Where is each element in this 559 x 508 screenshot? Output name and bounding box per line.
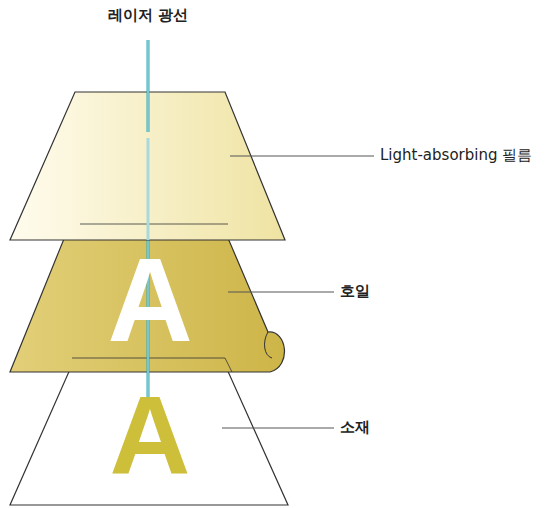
layer-label: 소재 bbox=[340, 418, 370, 438]
laser-beam-faded bbox=[147, 138, 150, 240]
laser-beam-core bbox=[148, 40, 149, 132]
beam-title: 레이저 광선 bbox=[108, 6, 188, 26]
foil-curl bbox=[265, 332, 272, 358]
layer-label: 호일 bbox=[340, 282, 370, 302]
leader-line bbox=[230, 156, 374, 157]
letter-cutout: A bbox=[107, 241, 192, 359]
substrate-layer bbox=[10, 358, 288, 505]
leader-line bbox=[222, 428, 334, 429]
layer-label: Light-absorbing 필름 bbox=[380, 146, 532, 166]
substrate-edge bbox=[72, 358, 232, 372]
foil-layer bbox=[10, 224, 284, 372]
letter-print: A bbox=[110, 380, 191, 492]
leader-line bbox=[228, 292, 334, 293]
laser-beam bbox=[147, 40, 150, 132]
foil-edge bbox=[80, 224, 228, 225]
